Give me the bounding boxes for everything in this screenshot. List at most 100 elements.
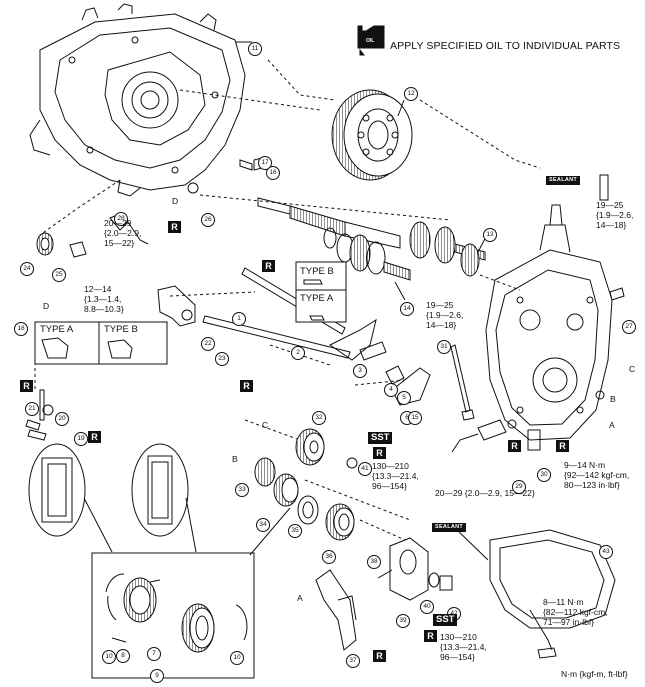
ref-d-top: D [172,196,179,206]
bearing-housing [377,537,453,601]
spring-pin [25,419,41,431]
part-number-41: 41 [358,462,372,476]
torque-41: 130—210 {13.3—21.4, 96—154} [372,461,419,491]
gear-stack [254,428,355,541]
ref-b-right: B [610,394,616,404]
pin-19 [27,429,47,441]
r-mark-42: R [424,630,437,642]
torque-30: 9—14 N·m {92—142 kgf-cm, 80—123 in·lbf} [564,460,630,490]
plug-bolt [239,159,253,171]
part-number-43: 43 [599,545,613,559]
type-b-label-left: TYPE B [104,324,138,335]
type-b-label-center: TYPE B [300,266,334,277]
detail-callout [28,443,291,679]
ref-b-gear: B [232,454,238,464]
part-number-9: 9 [150,669,164,683]
part-number-11: 11 [248,42,262,56]
oil-can-icon [357,25,385,56]
part-number-5: 5 [397,391,411,405]
oil-instruction-text: APPLY SPECIFIED OIL TO INDIVIDUAL PARTS [390,40,621,52]
torque-43: 8—11 N·m {82—112 kgf-cm, 71—97 in·lbf} [543,597,608,627]
bolt-43 [537,647,557,659]
bolt-30 [527,429,541,451]
sst-mark-41: SST [368,432,393,444]
part-number-38: 38 [367,555,381,569]
part-number-19: 19 [74,432,88,446]
type-a-label-left: TYPE A [40,324,74,335]
part-number-15: 15 [408,411,422,425]
r-mark-29: R [508,440,521,452]
part-number-18: 18 [14,322,28,336]
torque-42: 130—210 {13.3—21.4, 96—154} [440,632,487,662]
transaxle-case-housing [29,3,246,197]
torque-22: 12—14 {1.3—1.4, 8.8—10.3} [84,284,124,314]
washer-seal [187,182,199,194]
r-mark-28: R [168,221,181,233]
part-number-35: 35 [288,524,302,538]
ref-c-gear: C [262,420,269,430]
rear-cover [489,529,616,651]
shift-fork-37 [315,569,357,651]
part-number-32: 32 [312,411,326,425]
r-mark-23: R [240,380,253,392]
part-number-37: 37 [346,654,360,668]
torque-31: 19—25 {1.9—2.6, 14—18} [426,300,464,330]
part-number-13: 13 [483,228,497,242]
sealant-tube-top [599,174,609,201]
sealant-label-top: SEALANT [546,176,581,185]
part-number-26: 26 [201,213,215,227]
ref-d-left: D [43,301,50,311]
part-number-17: 17 [258,156,272,170]
torque-28: 20—29 {2.0—2.9, 15—22} [104,218,142,248]
ref-a-right: A [609,420,615,430]
bolt-31 [450,344,471,413]
part-number-29: 29 [512,480,526,494]
part-number-33: 33 [235,483,249,497]
part-number-10: 10 [230,651,244,665]
part-number-24: 24 [20,262,34,276]
part-number-7: 7 [147,647,161,661]
detent-ball [42,404,54,416]
rear-housing [485,204,613,441]
part-number-2: 2 [291,346,305,360]
part-number-20: 20 [55,412,69,426]
bushing-25 [69,241,87,258]
shift-forks [329,318,431,406]
sealant-label-cover: SEALANT [432,523,467,532]
interlock-pin [39,389,45,421]
sst-mark-42: SST [433,614,458,626]
part-number-12: 12 [404,87,418,101]
r-mark-41: R [373,447,386,459]
part-number-36: 36 [322,550,336,564]
part-number-10: 10 [102,650,116,664]
r-mark-21: R [20,380,33,392]
part-number-16: 16 [266,166,280,180]
r-mark-rod: R [262,260,275,272]
part-number-30: 30 [537,468,551,482]
secondary-shaft-gears [323,227,489,301]
part-number-22: 22 [201,337,215,351]
nut-41 [346,457,358,469]
r-mark-37: R [373,650,386,662]
part-number-25: 25 [52,268,66,282]
shift-fork-assembly [157,285,196,327]
part-number-23: 23 [215,352,229,366]
part-number-8: 8 [116,649,130,663]
type-variant-box-center [295,261,347,323]
oil-can-label: OIL [366,38,375,44]
part-number-27: 27 [622,320,636,334]
part-number-28: 28 [114,212,128,226]
part-number-21: 21 [25,402,39,416]
part-number-39: 39 [396,614,410,628]
part-number-40: 40 [420,600,434,614]
r-mark-30: R [556,440,569,452]
part-number-14: 14 [400,302,414,316]
type-a-label-center: TYPE A [300,293,334,304]
ref-c-right: C [629,364,636,374]
switch-29 [451,419,517,453]
r-mark-19: R [88,431,101,443]
type-variant-box [34,321,168,365]
part-number-1: 1 [232,312,246,326]
part-number-3: 3 [353,364,367,378]
